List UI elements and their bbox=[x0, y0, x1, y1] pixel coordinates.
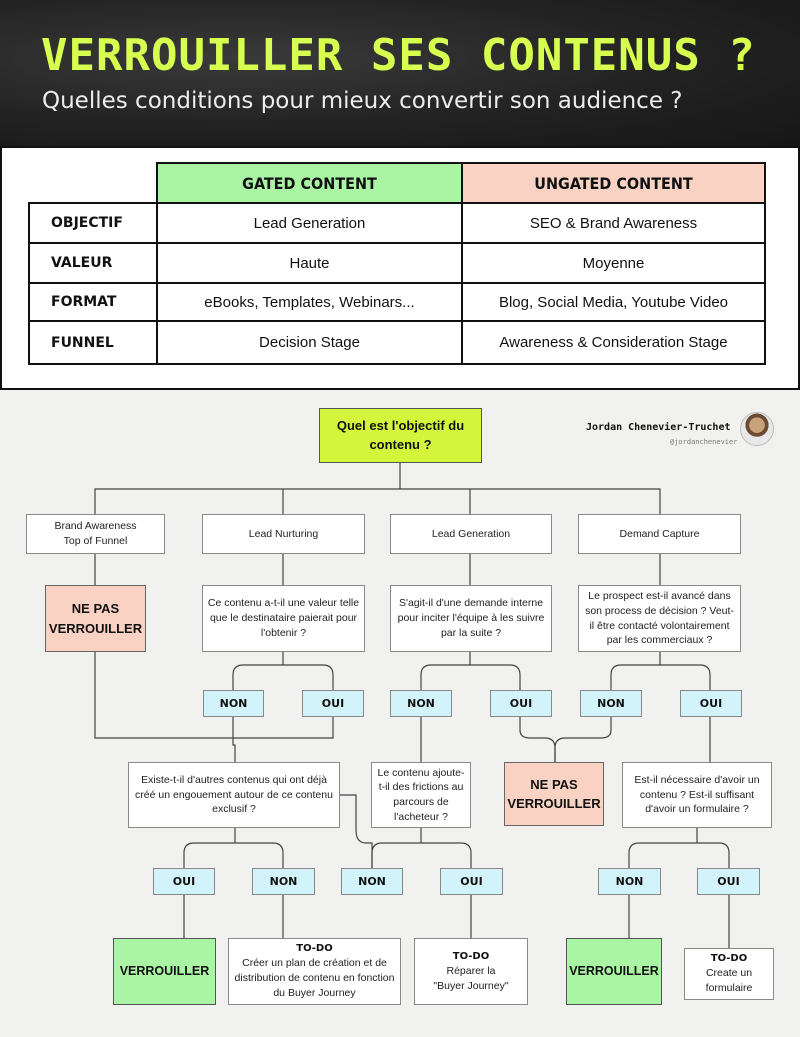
gated-valeur: Haute bbox=[289, 254, 330, 272]
gated-funnel: Decision Stage bbox=[259, 334, 360, 351]
answer-oui: OUI bbox=[697, 868, 760, 895]
answer-oui: OUI bbox=[490, 690, 552, 717]
ungated-format: Blog, Social Media, Youtube Video bbox=[498, 293, 729, 311]
answer-oui: OUI bbox=[440, 868, 503, 895]
answer-non: NON bbox=[203, 690, 264, 717]
author-name: Jordan Chenevier-Truchet bbox=[586, 422, 731, 433]
page-title: VERROUILLER SES CONTENUS ? bbox=[41, 30, 756, 81]
row-label-funnel: FUNNEL bbox=[51, 334, 114, 351]
flowchart-connectors bbox=[94, 463, 730, 948]
question-engouement: Existe-t-il d'autres contenus qui ont dé… bbox=[128, 762, 340, 828]
todo-create-form: TO-DO Create un formulaire bbox=[684, 948, 774, 1000]
outcome-no-lock-demand: NE PAS VERROUILLER bbox=[504, 762, 604, 826]
question-frictions: Le contenu ajoute-t-il des frictions au … bbox=[371, 762, 471, 828]
branch-lead-nurturing: Lead Nurturing bbox=[202, 514, 365, 554]
answer-non: NON bbox=[580, 690, 642, 717]
table-line bbox=[28, 242, 766, 244]
todo-title: TO-DO bbox=[296, 943, 333, 955]
branch-brand-awareness: Brand Awareness Top of Funnel bbox=[26, 514, 165, 554]
branch-demand-capture: Demand Capture bbox=[578, 514, 741, 554]
todo-title: TO-DO bbox=[452, 950, 490, 962]
page-subtitle: Quelles conditions pour mieux convertir … bbox=[42, 88, 683, 114]
ungated-funnel: Awareness & Consideration Stage bbox=[499, 334, 728, 351]
outcome-lock: VERROUILLER bbox=[113, 938, 216, 1005]
outcome-lock: VERROUILLER bbox=[566, 938, 662, 1005]
question-formulaire: Est-il nécessaire d'avoir un contenu ? E… bbox=[622, 762, 772, 828]
question-prospect: Le prospect est-il avancé dans son proce… bbox=[578, 585, 741, 652]
todo-title: TO-DO bbox=[710, 953, 748, 965]
answer-non: NON bbox=[390, 690, 452, 717]
answer-oui: OUI bbox=[680, 690, 742, 717]
author-handle: @jordanchenevier bbox=[670, 438, 738, 446]
table-line bbox=[764, 162, 766, 365]
comparison-table: GATED CONTENT UNGATED CONTENT OBJECTIF V… bbox=[0, 146, 800, 390]
table-line bbox=[156, 162, 158, 365]
todo-repair-journey: TO-DO Réparer la "Buyer Journey" bbox=[414, 938, 528, 1005]
table-line bbox=[28, 202, 30, 365]
gated-header: GATED CONTENT bbox=[157, 163, 462, 203]
outcome-no-lock-brand: NE PAS VERROUILLER bbox=[45, 585, 146, 652]
row-label-valeur: VALEUR bbox=[51, 255, 113, 271]
ungated-objectif: SEO & Brand Awareness bbox=[529, 214, 698, 232]
todo-text: Créer un plan de création et de distribu… bbox=[234, 957, 395, 999]
table-line bbox=[28, 363, 766, 365]
answer-oui: OUI bbox=[302, 690, 364, 717]
decision-flowchart: Jordan Chenevier-Truchet @jordanchenevie… bbox=[0, 390, 800, 1037]
avatar bbox=[740, 412, 774, 446]
answer-oui: OUI bbox=[153, 868, 215, 895]
table-line bbox=[461, 162, 463, 365]
answer-non: NON bbox=[598, 868, 661, 895]
gated-format: eBooks, Templates, Webinars... bbox=[204, 293, 415, 311]
todo-text: Réparer la "Buyer Journey" bbox=[433, 964, 509, 992]
table-line bbox=[28, 202, 766, 204]
gated-objectif: Lead Generation bbox=[253, 214, 366, 232]
row-label-format: FORMAT bbox=[51, 294, 117, 310]
row-label-objectif: OBJECTIF bbox=[51, 215, 123, 231]
question-valeur: Ce contenu a-t-il une valeur telle que l… bbox=[202, 585, 365, 652]
table-line bbox=[28, 282, 766, 284]
ungated-valeur: Moyenne bbox=[582, 254, 645, 272]
todo-content-plan: TO-DO Créer un plan de création et de di… bbox=[228, 938, 401, 1005]
answer-non: NON bbox=[252, 868, 315, 895]
ungated-header: UNGATED CONTENT bbox=[462, 163, 765, 203]
branch-lead-generation: Lead Generation bbox=[390, 514, 552, 554]
answer-non: NON bbox=[341, 868, 403, 895]
start-question: Quel est l'objectif du contenu ? bbox=[319, 408, 482, 463]
todo-text: Create un formulaire bbox=[705, 967, 753, 994]
table-line bbox=[28, 320, 766, 322]
header-banner: VERROUILLER SES CONTENUS ? Quelles condi… bbox=[0, 0, 800, 146]
question-demande-interne: S'agit-il d'une demande interne pour inc… bbox=[390, 585, 552, 652]
